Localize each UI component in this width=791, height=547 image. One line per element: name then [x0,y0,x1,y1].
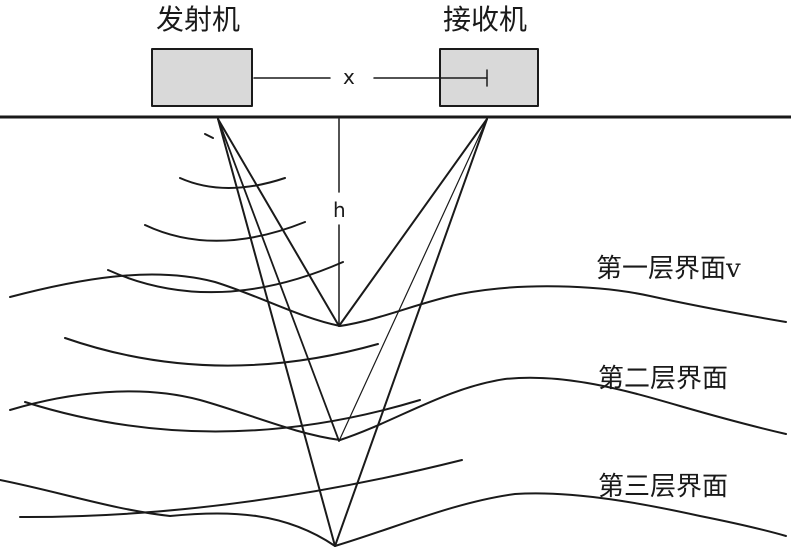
wavefront-arc [179,177,286,189]
interface-layer-2 [9,376,787,441]
receiver-label: 接收机 [443,3,528,36]
wavefront-arc [144,221,306,242]
ray-path-1-up [338,118,488,327]
wavefront-arc [204,133,214,139]
layer-1-label: 第一层界面v [596,254,741,284]
wavefront-arc [64,337,379,367]
wavefront-arc [24,399,421,433]
offset-label: x [343,65,355,89]
ray-path-2-down [217,118,340,442]
depth-label: h [333,198,346,222]
wavefront-arc [19,459,463,519]
ray-path-3-up [334,118,488,547]
ray-path-3-down [217,118,336,547]
layer-3-label: 第三层界面 [598,472,729,502]
interface-layer-1 [9,273,787,327]
ray-path-1-down [217,118,340,327]
ray-path-2-up [338,118,488,442]
wavefront-arc [107,261,344,294]
transmitter-box [151,48,253,107]
layer-2-label: 第二层界面 [598,364,729,394]
transmitter-label: 发射机 [156,3,241,36]
interface-layer-3 [0,479,787,547]
